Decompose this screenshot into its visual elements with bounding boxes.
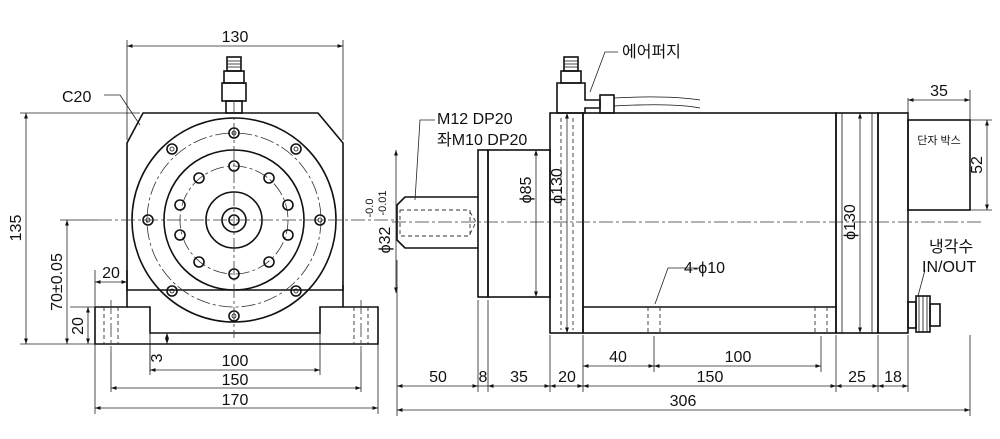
dim-hole-offset: 40 (609, 349, 627, 366)
dim-terminal-width: 35 (930, 83, 948, 100)
dim-center-height: 70±0.05 (49, 253, 66, 311)
dim-shaft-tol-lower: -0.01 (377, 190, 389, 215)
dim-flange-dia: ϕ130 (549, 168, 566, 204)
terminal-box (907, 119, 971, 211)
dim-step-length: 8 (479, 369, 488, 386)
dim-top-width: 130 (222, 29, 249, 46)
side-air-fitting (556, 56, 701, 114)
dim-body-dia: ϕ130 (842, 204, 859, 240)
side-shaft (396, 196, 478, 249)
dim-shaft-length: 50 (429, 369, 447, 386)
side-view: M12 DP20 좌M10 DP20 에어퍼지 단자 박스 35 52 냉각수 … (364, 43, 992, 416)
dim-foot-span: 150 (222, 372, 249, 389)
dim-cover2-length: 18 (884, 369, 902, 386)
dim-groove-depth: 3 (149, 353, 166, 362)
side-pilot (487, 149, 551, 298)
side-step (477, 149, 489, 298)
side-flange (549, 112, 584, 334)
tap-left-label: 좌M10 DP20 (437, 131, 527, 149)
coolant-fitting (907, 295, 941, 333)
front-foot-hole-right (353, 307, 369, 344)
tap-main-label: M12 DP20 (437, 111, 513, 128)
mount-holes-label: 4-ϕ10 (684, 260, 725, 277)
coolant-label-2: IN/OUT (922, 259, 976, 276)
dim-pilot-length: 35 (510, 369, 528, 386)
front-base (127, 306, 343, 345)
dim-bolt-spacing: 100 (222, 353, 249, 370)
dim-hole-pitch: 100 (725, 349, 752, 366)
dim-total-length: 306 (670, 393, 697, 410)
front-foot-hole-centers (110, 300, 362, 352)
dim-base-width: 170 (222, 392, 249, 409)
side-mount-holes (560, 118, 828, 333)
dim-shaft-dia: ϕ32 (377, 227, 394, 254)
front-dimensions (20, 40, 379, 414)
front-foot-hole-left (103, 307, 119, 344)
chamfer-label: C20 (62, 89, 91, 106)
dim-terminal-height: 52 (969, 156, 986, 174)
dim-shaft-tol-upper: -0.0 (364, 199, 376, 218)
dim-total-height: 135 (8, 215, 25, 242)
terminal-box-label: 단자 박스 (917, 134, 961, 147)
front-view: 130 C20 135 70±0.05 20 20 3 100 150 170 (8, 29, 396, 414)
dim-pilot-dia: ϕ85 (518, 177, 535, 204)
dim-flange-length: 20 (558, 369, 576, 386)
front-base-groove (149, 333, 321, 344)
dim-body-length: 150 (697, 369, 724, 386)
front-foot-right (325, 285, 379, 345)
coolant-label-1: 냉각수 (929, 238, 973, 256)
side-end-cap (877, 112, 909, 334)
side-shaft-tap (399, 209, 471, 237)
dim-cover1-length: 25 (848, 369, 866, 386)
dim-foot-width: 20 (102, 265, 120, 282)
front-housing-outline (126, 112, 344, 291)
dim-foot-height: 20 (70, 317, 87, 335)
air-purge-label: 에어퍼지 (622, 43, 681, 61)
side-body (582, 112, 837, 334)
